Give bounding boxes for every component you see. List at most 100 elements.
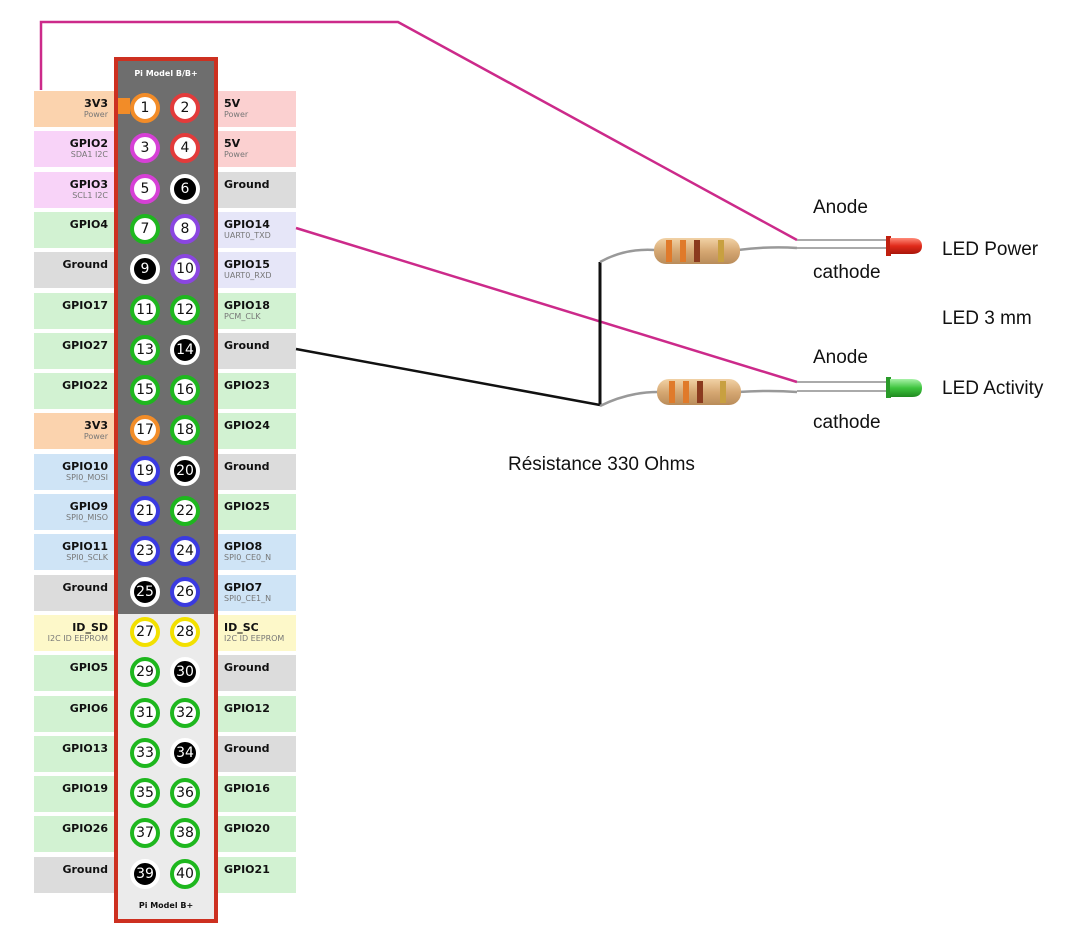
pin-label-20: Ground [218,453,296,490]
pin-label-9: Ground [34,252,114,289]
pin-label-25: Ground [34,574,114,611]
pin-6: 6 [170,173,200,204]
pin-name: GPIO24 [224,419,270,433]
pin-35: 35 [130,778,160,809]
led-size-label: LED 3 mm [942,308,1032,329]
pin1-marker [118,98,130,114]
pin-function: I2C ID EEPROM [224,633,285,643]
pin-function: SPI0_CE1_N [224,593,272,603]
pin-label-34: Ground [218,735,296,772]
led-activity-label: LED Activity [942,378,1044,399]
led-power-anode-label: Anode [813,197,868,218]
pin-label-36: GPIO16 [218,776,296,813]
pin-name: GPIO12 [224,701,270,715]
pin-label-15: GPIO22 [34,373,114,410]
pin-10: 10 [170,254,200,285]
pin-function: UART0_RXD [224,271,272,281]
pin-29: 29 [130,657,160,688]
pin-name: GPIO18 [224,298,270,312]
resistor-label: Résistance 330 Ohms [508,454,695,475]
pin-function: Power [83,432,108,442]
pin-function: Power [224,150,249,160]
pin-7: 7 [130,213,160,244]
pin-name: Ground [62,258,108,272]
pin-name: Ground [62,580,108,594]
pin-17: 17 [130,415,160,446]
pin-32: 32 [170,697,200,728]
pin-label-30: Ground [218,655,296,692]
pin-12: 12 [170,294,200,325]
pin-name: GPIO13 [62,741,108,755]
pin-name: 3V3 [84,419,108,433]
pin-26: 26 [170,576,200,607]
pin-22: 22 [170,496,200,526]
pin-39: 39 [130,858,160,889]
pin-2: 2 [170,93,200,123]
pin-name: GPIO8 [224,540,263,554]
pin-name: GPIO20 [224,822,270,836]
pin-28: 28 [170,616,200,647]
pin-31: 31 [130,697,160,728]
pin-label-13: GPIO27 [34,332,114,369]
pin-16: 16 [170,375,200,406]
pin-40: 40 [170,858,200,889]
pin-18: 18 [170,415,200,446]
pin-name: GPIO11 [62,540,108,554]
pin-label-32: GPIO12 [218,695,296,732]
pin-25: 25 [130,576,160,607]
pin-23: 23 [130,536,160,567]
pin-19: 19 [130,455,160,486]
pin-33: 33 [130,737,160,768]
pin-name: Ground [224,177,270,191]
pin-function: SPI0_MISO [66,513,108,522]
pin-name: 5V [224,137,241,151]
pin-name: GPIO9 [69,500,108,513]
pin-name: GPIO5 [69,661,108,675]
pin-label-37: GPIO26 [34,816,114,853]
pin-30: 30 [170,657,200,688]
board-title-top: Pi Model B/B+ [134,69,198,78]
pin-name: GPIO22 [62,379,108,393]
wire-ground [295,347,601,407]
wire-gpio14-to-led-activity [295,226,798,384]
pin-name: GPIO7 [224,580,263,594]
pin-function: SDA1 I2C [70,150,108,160]
pin-name: GPIO2 [69,137,108,151]
pin-function: UART0_TXD [224,230,271,240]
pin-name: 5V [224,97,241,110]
wire-3v3-to-led-power [39,20,798,242]
pin-name: Ground [62,862,108,876]
pin-function: PCM_CLK [224,311,261,321]
pin-function: SCL1 I2C [72,190,108,200]
pin-label-18: GPIO24 [218,413,296,450]
pin-4: 4 [170,133,200,164]
pin-name: GPIO6 [69,701,108,715]
pin-name: GPIO23 [224,379,270,393]
pin-21: 21 [130,496,160,526]
resistor-power [599,238,798,264]
pin-1: 1 [130,93,160,123]
pin-name: GPIO16 [224,782,270,796]
pin-function: SPI0_SCLK [66,553,108,563]
pin-label-16: GPIO23 [218,373,296,410]
pin-function: SPI0_MOSI [66,472,108,482]
pin-label-33: GPIO13 [34,735,114,772]
pin-label-39: Ground [34,856,114,893]
pin-name: GPIO25 [224,500,270,513]
pin-14: 14 [170,334,200,365]
pin-label-11: GPIO17 [34,292,114,329]
pin-9: 9 [130,254,160,285]
